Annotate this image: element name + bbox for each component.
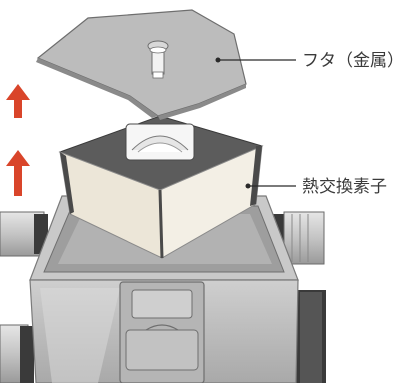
left-upper-duct	[0, 211, 48, 257]
element-pull-handle	[125, 123, 195, 161]
heat-exchange-element	[58, 115, 264, 259]
lid-knob	[147, 40, 169, 79]
lid-label: フタ（金属）	[302, 51, 404, 71]
element-label: 熱交換素子	[302, 177, 387, 197]
right-lower-duct	[296, 290, 326, 383]
front-access-panel	[119, 281, 205, 383]
element-callout: 熱交換素子	[245, 177, 387, 197]
left-lower-duct	[0, 324, 34, 383]
metal-lid	[36, 9, 247, 120]
lift-arrow-lower	[6, 150, 30, 196]
lid-callout: フタ（金属）	[215, 51, 404, 71]
lift-arrow-upper	[6, 84, 30, 118]
